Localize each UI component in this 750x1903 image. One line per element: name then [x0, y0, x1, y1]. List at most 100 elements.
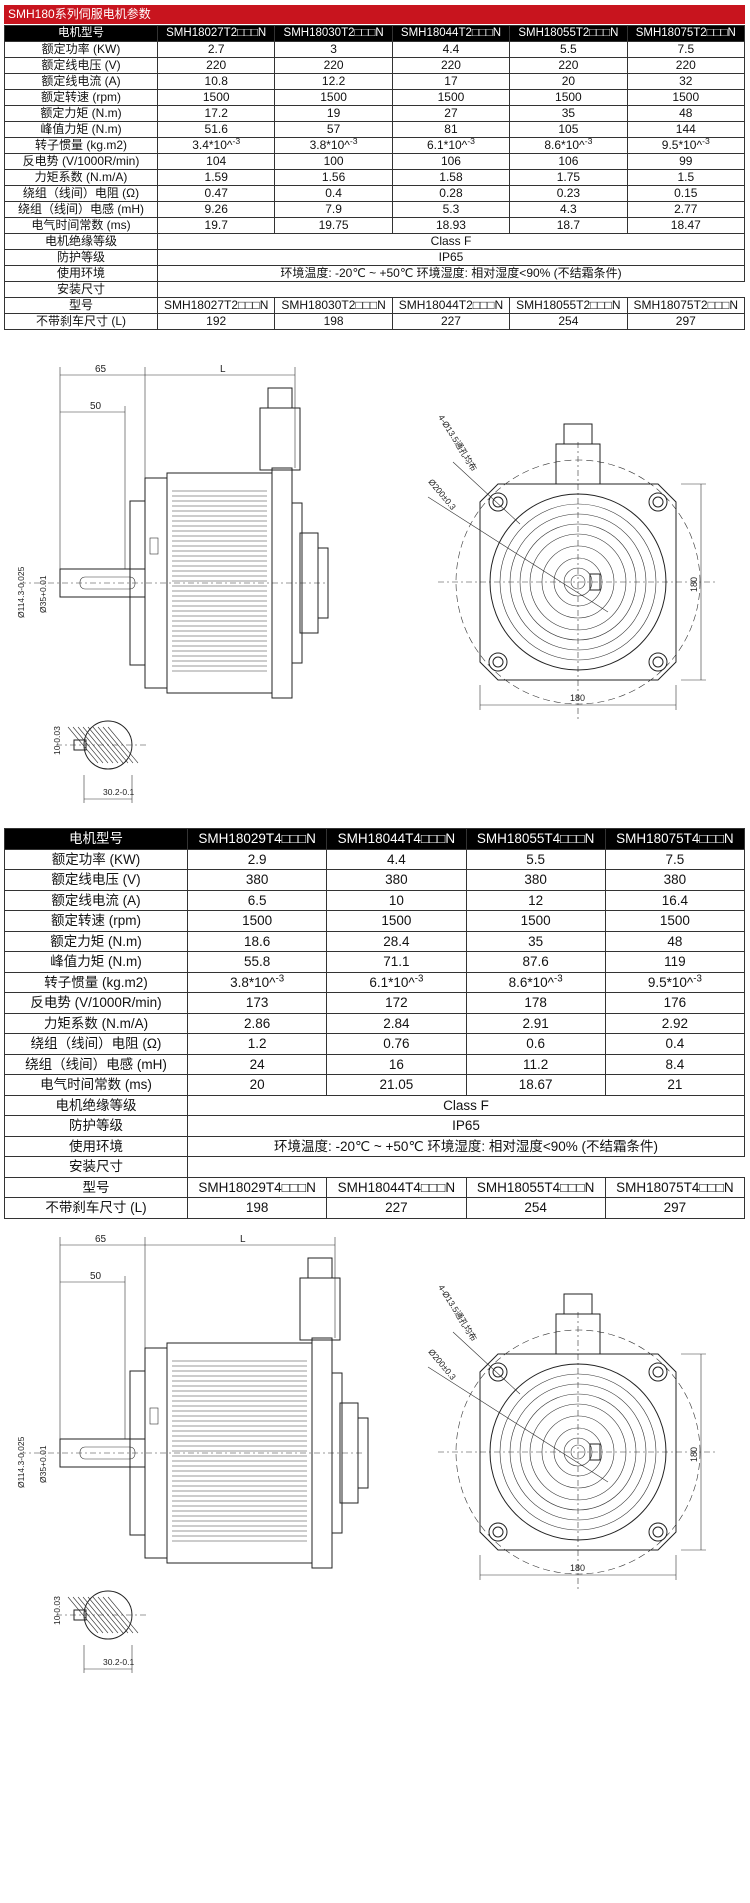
- param-value-text: 380: [245, 872, 269, 887]
- param-value: 7.5: [604, 848, 746, 870]
- param-value-text: 17: [444, 74, 458, 89]
- param-value-text: 0.23: [556, 186, 581, 201]
- param-value: 10.8: [156, 73, 276, 90]
- square-flange: [479, 1353, 677, 1551]
- param-label: 转子惯量 (kg.m2): [4, 971, 188, 993]
- param-value: 3: [274, 41, 393, 58]
- param-value: 55.8: [186, 951, 328, 973]
- param-value: 48: [604, 930, 746, 952]
- param-value-text: 100: [323, 154, 344, 169]
- param-value: 7.9: [274, 201, 393, 218]
- shaft-key: [589, 1443, 601, 1461]
- param-value: 1.59: [156, 169, 276, 186]
- length-value: 254: [465, 1197, 606, 1219]
- length-value: 254: [509, 313, 628, 330]
- param-value: 4.4: [326, 848, 467, 870]
- param-value-text: 19: [326, 106, 341, 121]
- mounting-hole-inner: [652, 1526, 664, 1538]
- param-value: 0.6: [465, 1033, 606, 1055]
- param-value-text: 220: [440, 58, 461, 73]
- param-value-text: 3.8*10^: [309, 138, 350, 153]
- mounting-hole-inner: [492, 656, 504, 668]
- param-value: 7.5: [626, 41, 746, 58]
- mounting-hole-inner: [492, 1526, 504, 1538]
- leader-line: [427, 1366, 609, 1483]
- install-label: 安装尺寸: [4, 1156, 188, 1178]
- param-value-text: 19.75: [318, 218, 349, 233]
- flange-ring: [519, 1393, 637, 1511]
- exponent: -3: [232, 137, 241, 146]
- param-value-text: 1500: [202, 90, 230, 105]
- power-connector: [299, 1277, 341, 1341]
- param-value: 12: [465, 889, 606, 911]
- model-name: SMH18075T4□□□N: [604, 828, 746, 850]
- param-value-text: 35: [528, 933, 544, 949]
- param-value-text: 1.5: [677, 170, 695, 185]
- hatch: [67, 726, 99, 764]
- param-value: 1500: [326, 910, 467, 932]
- param-value-text: 106: [558, 154, 579, 169]
- param-label: 额定线电流 (A): [4, 889, 188, 911]
- flange-ring: [499, 503, 657, 661]
- param-value-text: 4.4: [386, 851, 406, 867]
- flange-ring: [519, 523, 637, 641]
- param-value-text: 2.86: [243, 1015, 271, 1031]
- param-value-text: 21: [667, 1077, 683, 1092]
- header-label: 电机型号: [4, 25, 158, 42]
- param-label: 绕组（线间）电感 (mH): [4, 1053, 188, 1075]
- mounting-hole: [488, 1522, 508, 1542]
- exponent: -3: [414, 973, 424, 984]
- param-value: 2.77: [626, 201, 746, 218]
- param-value-text: 1500: [659, 913, 690, 928]
- param-value-text: 7.5: [677, 42, 695, 57]
- param-value: 9.5*10^-3: [604, 971, 746, 993]
- mounting-hole: [648, 492, 668, 512]
- param-value-text: 0.28: [439, 186, 463, 201]
- param-value: 环境温度: -20℃ ~ +50℃ 环境湿度: 相对湿度<90% (不结霜条件): [157, 265, 745, 282]
- param-value-text: 0.76: [383, 1036, 410, 1051]
- param-value-text: 0.6: [526, 1036, 546, 1051]
- length-value: 198: [274, 313, 393, 330]
- param-value: 1.5: [626, 169, 746, 186]
- param-value-text: 19.7: [204, 218, 228, 233]
- mounting-hole-inner: [652, 496, 664, 508]
- param-value-text: 1500: [320, 90, 347, 105]
- param-value-text: 2.91: [522, 1015, 549, 1031]
- param-label: 电气时间常数 (ms): [4, 217, 158, 234]
- param-value-text: 3.8*10^: [230, 974, 276, 990]
- header-label: 电机型号: [4, 828, 188, 850]
- dimension-label: 65: [95, 364, 107, 375]
- param-value: 173: [186, 992, 328, 1014]
- param-value-text: 104: [206, 154, 227, 169]
- param-value: 0.28: [391, 185, 511, 202]
- param-value-text: 18.7: [556, 218, 581, 233]
- front-connector-plug: [563, 1293, 593, 1315]
- model-name: SMH18044T2□□□N: [391, 25, 511, 42]
- dimension-label: 30.2-0.1: [103, 787, 134, 797]
- param-value: 178: [465, 992, 606, 1014]
- flange-ring: [489, 1363, 667, 1541]
- param-label: 反电势 (V/1000R/min): [4, 153, 158, 170]
- flange-ring: [563, 567, 593, 597]
- exponent: -3: [584, 137, 593, 146]
- param-value-text: 32: [679, 74, 693, 89]
- param-value: 119: [604, 951, 746, 973]
- param-value-text: 2.7: [207, 42, 225, 57]
- param-value: 0.47: [156, 185, 276, 202]
- dimension-label: Ø200±0.3: [426, 477, 458, 512]
- mounting-hole: [488, 492, 508, 512]
- param-value-text: 12.2: [321, 74, 346, 89]
- param-label: 防护等级: [4, 249, 158, 266]
- dimension-label: Ø35+0.01: [38, 575, 48, 613]
- dimension-label: Ø35+0.01: [38, 1445, 48, 1483]
- flange-ring: [499, 1373, 657, 1531]
